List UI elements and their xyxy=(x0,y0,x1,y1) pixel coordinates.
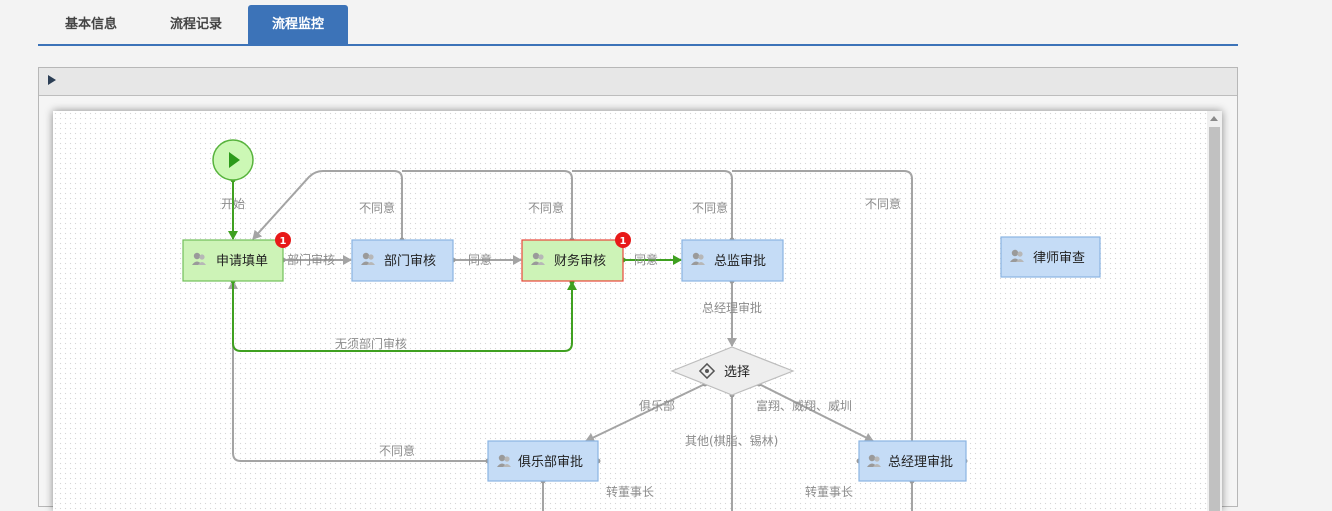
node-director[interactable]: 总监审批 xyxy=(681,239,784,282)
edge-label-start: 开始 xyxy=(221,197,245,211)
edge-label-reject-gm: 不同意 xyxy=(865,196,901,211)
gateway-icon xyxy=(698,362,716,380)
edge-reject-gm xyxy=(732,170,913,461)
edge-label-gm-down: 转董事长 xyxy=(805,484,853,499)
node-finance-badge: 1 xyxy=(620,236,627,247)
node-apply-label: 申请填单 xyxy=(216,254,268,269)
node-club[interactable]: 俱乐部审批 xyxy=(487,440,599,482)
node-director-label: 总监审批 xyxy=(714,254,766,269)
node-apply-badge: 1 xyxy=(280,236,287,247)
edge-label-reject-director: 不同意 xyxy=(692,200,728,215)
edge-reject-finance xyxy=(402,170,573,240)
node-dept[interactable]: 部门审核 xyxy=(351,239,454,282)
edge-label-gm-review: 总经理审批 xyxy=(702,300,762,315)
node-gm[interactable]: 总经理审批 xyxy=(858,440,967,482)
edge-label-reject-club: 不同意 xyxy=(379,443,415,458)
node-finance-label: 财务审核 xyxy=(554,253,606,269)
edge-label-finance-agree: 同意 xyxy=(634,252,658,267)
edge-fx-branch xyxy=(758,383,874,442)
vertical-scrollbar[interactable] xyxy=(1207,111,1222,511)
expand-arrow-icon[interactable] xyxy=(48,75,56,85)
scroll-up-icon[interactable] xyxy=(1210,116,1218,121)
play-icon xyxy=(229,152,240,168)
badge-icon xyxy=(275,232,291,248)
node-lawyer-label: 律师审查 xyxy=(1033,251,1085,266)
workflow-canvas[interactable]: 开始 部门审核 同意 同意 不同意 不同意 不同意 不同意 无须部门审核 总经理… xyxy=(53,111,1222,511)
tab-bar: 基本信息 流程记录 流程监控 xyxy=(38,5,1238,46)
edge-label-reject-finance: 不同意 xyxy=(528,200,564,215)
gateway-label: 选择 xyxy=(724,365,750,380)
scroll-thumb[interactable] xyxy=(1209,127,1220,511)
edge-label-to-dept: 部门审核 xyxy=(287,252,335,267)
edge-label-other-branch: 其他(棋脂、锡林) xyxy=(685,433,778,448)
node-club-label: 俱乐部审批 xyxy=(518,455,583,470)
workflow-diagram: 开始 部门审核 同意 同意 不同意 不同意 不同意 不同意 无须部门审核 总经理… xyxy=(182,139,1101,511)
gateway-choice[interactable]: 选择 xyxy=(670,346,795,396)
tab-process-monitor[interactable]: 流程监控 xyxy=(248,5,348,44)
edge-label-reject-dept: 不同意 xyxy=(359,200,395,215)
tab-basic-info[interactable]: 基本信息 xyxy=(64,17,117,32)
tab-process-record[interactable]: 流程记录 xyxy=(169,17,222,32)
edge-reject-dept xyxy=(252,170,403,240)
edge-reject-club xyxy=(228,280,488,462)
start-node[interactable] xyxy=(212,139,254,181)
node-lawyer[interactable]: 律师审查 xyxy=(1000,236,1101,278)
edge-club-branch xyxy=(585,383,706,443)
node-gm-label: 总经理审批 xyxy=(888,455,953,470)
edge-label-fx-branch: 富翔、威翔、威圳 xyxy=(756,398,852,413)
edge-label-club-down: 转董事长 xyxy=(606,484,654,499)
panel-header xyxy=(39,68,1237,96)
edge-label-dept-agree: 同意 xyxy=(468,252,492,267)
edge-no-dept xyxy=(232,281,577,352)
edge-label-club-branch: 俱乐部 xyxy=(639,398,675,413)
node-apply[interactable]: 申请填单 1 xyxy=(182,232,291,282)
badge-icon xyxy=(615,232,631,248)
node-finance[interactable]: 财务审核 1 xyxy=(521,232,631,282)
edge-label-no-dept: 无须部门审核 xyxy=(335,336,407,351)
node-dept-label: 部门审核 xyxy=(384,254,436,269)
edge-reject-director xyxy=(572,170,733,240)
